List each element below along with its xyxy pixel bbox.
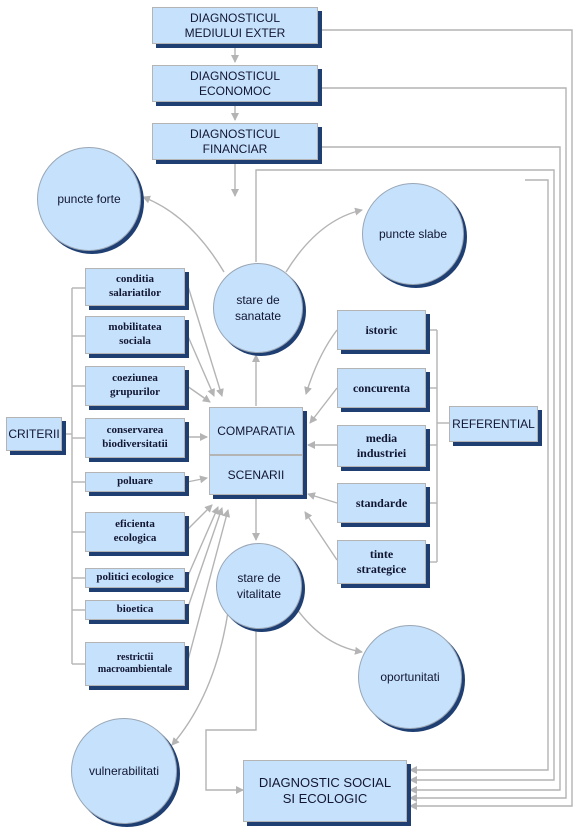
referential-item-label: standarde	[355, 495, 408, 510]
referential-item-box: standarde	[337, 483, 426, 523]
referential-item-label: tinte strategice	[356, 547, 407, 576]
diagnostic-financiar-label: DIAGNOSTICUL FINANCIAR	[189, 126, 280, 156]
diagnostic-mediu-box: DIAGNOSTICUL MEDIULUI EXTER	[152, 7, 318, 44]
stare-vitalitate-label: stare de vitalitate	[236, 570, 282, 601]
vulnerabilitati-circle: vulnerabilitati	[71, 718, 177, 824]
diagnostic-financiar-box: DIAGNOSTICUL FINANCIAR	[152, 123, 318, 160]
arrow-sanatate-forte	[142, 195, 225, 273]
vulnerabilitati-label: vulnerabilitati	[88, 763, 160, 778]
arrow-crit-8	[186, 507, 224, 611]
criteriu-label: coeziunea grupurilor	[109, 372, 161, 398]
arrow-crit-6	[186, 504, 213, 531]
puncte-slabe-circle: puncte slabe	[362, 183, 464, 285]
loop-financiar	[320, 146, 561, 794]
referential-item-box: media industriei	[337, 425, 426, 467]
criteriu-label: conditia salariatilor	[109, 273, 161, 299]
referential-label: REFERENTIAL	[452, 416, 535, 431]
oportunitati-label: oportunitati	[380, 669, 440, 684]
criteriu-label: politici ecologice	[96, 571, 174, 584]
criteriu-box: mobilitatea sociala	[85, 316, 185, 354]
diagnostic-social-label: DIAGNOSTIC SOCIAL SI ECOLOGIC	[258, 774, 392, 806]
loop-sanatate	[255, 169, 555, 784]
criteriu-box: bioetica	[85, 600, 185, 620]
criteriu-box: eficienta ecologica	[85, 512, 185, 552]
puncte-slabe-label: puncte slabe	[378, 226, 448, 241]
referential-item-label: concurenta	[352, 380, 411, 395]
criteriu-label: restrictii macroambientale	[97, 651, 173, 676]
diagnostic-mediu-label: DIAGNOSTICUL MEDIULUI EXTER	[184, 10, 286, 40]
arrow-crit-3	[186, 385, 211, 403]
arrow-ref-2	[309, 387, 338, 424]
scenarii-box: SCENARII	[209, 455, 303, 495]
criteriu-box: conservarea biodiversitatii	[85, 418, 185, 458]
arrow-crit-5	[186, 475, 208, 484]
criteriu-label: mobilitatea sociala	[108, 321, 162, 347]
referential-item-box: istoric	[337, 310, 426, 350]
arrow-ref-1	[304, 329, 338, 395]
criteriu-box: politici ecologice	[85, 568, 185, 588]
criteriu-box: coeziunea grupurilor	[85, 366, 185, 406]
criteriu-label: poluare	[117, 475, 153, 488]
arrow-ref-5	[304, 511, 338, 561]
referential-item-label: istoric	[365, 322, 398, 337]
scenarii-label: SCENARII	[227, 467, 285, 482]
loop-economic	[320, 87, 567, 802]
stare-vitalitate-circle: stare de vitalitate	[216, 543, 302, 629]
arrow-crit-1	[186, 282, 224, 397]
diagnostic-social-box: DIAGNOSTIC SOCIAL SI ECOLOGIC	[243, 760, 407, 822]
stare-sanatate-label: stare de sanatate	[234, 292, 282, 323]
criterii-label: CRITERII	[8, 426, 60, 441]
criterii-box: CRITERII	[6, 417, 62, 451]
arrow-crit-2	[186, 333, 215, 397]
diagnostic-economic-label: DIAGNOSTICUL ECONOMOC	[189, 68, 280, 98]
oportunitati-circle: oportunitati	[358, 625, 462, 729]
criteriu-label: bioetica	[116, 603, 154, 616]
criteriu-label: eficienta ecologica	[113, 518, 157, 544]
referential-item-box: concurenta	[337, 368, 426, 408]
loop-inner	[409, 179, 549, 774]
referential-item-box: tinte strategice	[337, 540, 426, 584]
puncte-forte-label: puncte forte	[57, 191, 121, 206]
diagnostic-economic-box: DIAGNOSTICUL ECONOMOC	[152, 65, 318, 102]
arrow-vitalitate-oportunitati	[291, 601, 363, 655]
referential-item-label: media industriei	[356, 431, 407, 460]
criteriu-box: conditia salariatilor	[85, 268, 185, 306]
loop-mediu	[320, 29, 573, 810]
criteriu-box: restrictii macroambientale	[85, 642, 185, 686]
arrow-crit-7	[186, 506, 219, 579]
arrow-crit-9	[186, 509, 231, 665]
arrow-vitalitate-vulnerabilitati	[171, 611, 229, 746]
comparatia-box: COMPARATIA	[209, 407, 303, 455]
criteriu-box: poluare	[85, 472, 185, 492]
arrow-sanatate-slabe	[285, 207, 363, 273]
arrow-vitalitate-social	[205, 625, 257, 794]
stare-sanatate-circle: stare de sanatate	[213, 263, 303, 353]
criteriu-label: conservarea biodiversitatii	[102, 424, 168, 450]
comparatia-label: COMPARATIA	[217, 423, 295, 438]
arrow-ref-4	[307, 492, 338, 504]
puncte-forte-circle: puncte forte	[37, 147, 141, 251]
referential-box: REFERENTIAL	[449, 406, 538, 442]
